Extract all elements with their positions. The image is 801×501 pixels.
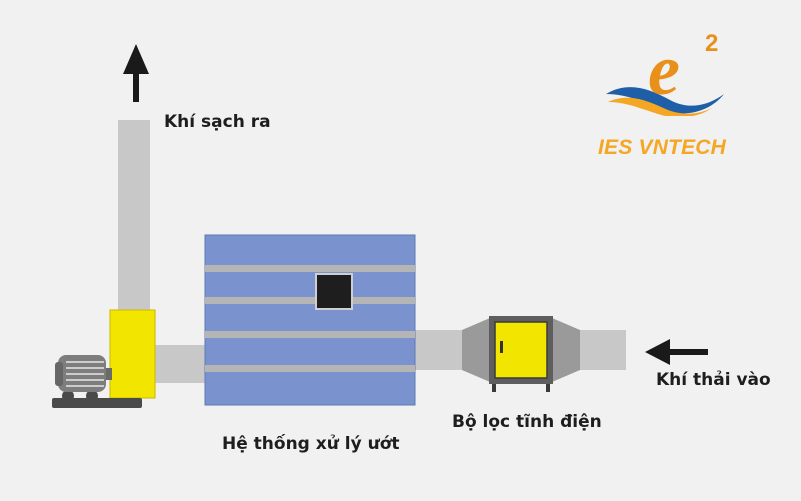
scrubber-body — [204, 234, 416, 406]
scrubber-stripe-1 — [205, 265, 415, 272]
label-wet-treatment-system: Hệ thống xử lý ướt — [222, 434, 400, 454]
motor-foot-right — [86, 390, 98, 402]
motor-base — [52, 398, 142, 408]
filter-left-cone — [462, 318, 490, 382]
filter-leg-left — [492, 384, 496, 392]
filter-yellow-panel — [494, 321, 548, 379]
duct-scrubber-to-filter — [414, 330, 464, 370]
duct-fan-to-scrubber — [150, 345, 208, 383]
scrubber-stripe-2 — [205, 297, 415, 304]
motor — [52, 355, 142, 408]
label-exhaust-in: Khí thải vào — [656, 370, 771, 390]
motor-shaft — [104, 368, 112, 380]
ies-vntech-logo-icon: e — [606, 32, 724, 116]
duct-inlet — [580, 330, 626, 370]
electrostatic-filter — [462, 316, 580, 392]
exhaust-stack — [118, 120, 150, 315]
scrubber-stripe-3 — [205, 331, 415, 338]
fan-housing — [109, 309, 156, 399]
motor-endcap — [55, 362, 63, 386]
scrubber-stripe-4 — [205, 365, 415, 372]
logo-letter: e — [648, 32, 680, 110]
logo-superscript: 2 — [705, 30, 719, 57]
wet-scrubber — [204, 234, 416, 406]
arrow-left-icon — [645, 339, 708, 365]
filter-leg-right — [546, 384, 550, 392]
scrubber-window — [315, 273, 353, 310]
label-electrostatic-filter: Bộ lọc tĩnh điện — [452, 412, 602, 432]
filter-handle — [500, 341, 503, 353]
filter-right-cone — [552, 318, 580, 382]
label-clean-air-out: Khí sạch ra — [164, 112, 271, 132]
arrow-up-icon — [123, 44, 149, 102]
motor-foot-left — [62, 390, 74, 402]
brand-name: IES VNTECH — [598, 136, 727, 159]
